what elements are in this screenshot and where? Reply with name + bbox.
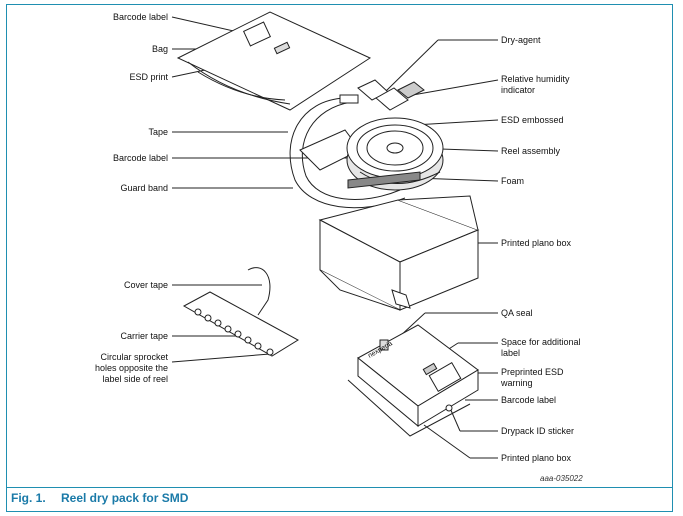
label-guard-band: Guard band xyxy=(120,183,168,193)
carrier-tape xyxy=(182,267,299,357)
label-dry-agent: Dry-agent xyxy=(501,35,541,45)
label-qa-seal: QA seal xyxy=(501,308,533,318)
caption-rule xyxy=(7,487,672,488)
figure-title: Reel dry pack for SMD xyxy=(61,491,189,505)
figure-number: Fig. 1. xyxy=(11,491,46,505)
reel-assembly xyxy=(346,117,444,191)
label-barcode-reel: Barcode label xyxy=(112,153,168,163)
label-carrier-tape: Carrier tape xyxy=(120,331,168,341)
label-reel-assembly: Reel assembly xyxy=(501,146,561,156)
figure-frame xyxy=(6,4,673,512)
label-plano-box-closed: Printed plano box xyxy=(501,453,572,463)
label-bag: Bag xyxy=(151,44,168,54)
label-preprinted-esd: Preprinted ESD warning xyxy=(501,367,564,388)
label-barcode-bag: Barcode label xyxy=(112,12,168,22)
label-sprocket-holes: Circular sprocket holes opposite the lab… xyxy=(94,352,168,384)
label-esd-embossed: ESD embossed xyxy=(501,115,564,125)
label-tape: Tape xyxy=(148,127,168,137)
bag-shape xyxy=(176,11,372,111)
label-esd-print: ESD print xyxy=(129,72,168,82)
label-foam: Foam xyxy=(501,176,525,186)
label-cover-tape: Cover tape xyxy=(123,280,168,290)
figure-caption: Fig. 1. Reel dry pack for SMD xyxy=(11,491,188,505)
open-plano-box xyxy=(318,195,480,311)
figure-id: aaa-035022 xyxy=(540,474,583,483)
label-humidity-indicator: Relative humidity indicator xyxy=(501,74,570,95)
label-additional-label-space: Space for additional label xyxy=(501,337,581,358)
closed-plano-box xyxy=(347,324,479,437)
label-barcode-box: Barcode label xyxy=(501,395,557,405)
label-plano-box-open: Printed plano box xyxy=(501,238,572,248)
label-drypack-id: Drypack ID sticker xyxy=(501,426,575,436)
